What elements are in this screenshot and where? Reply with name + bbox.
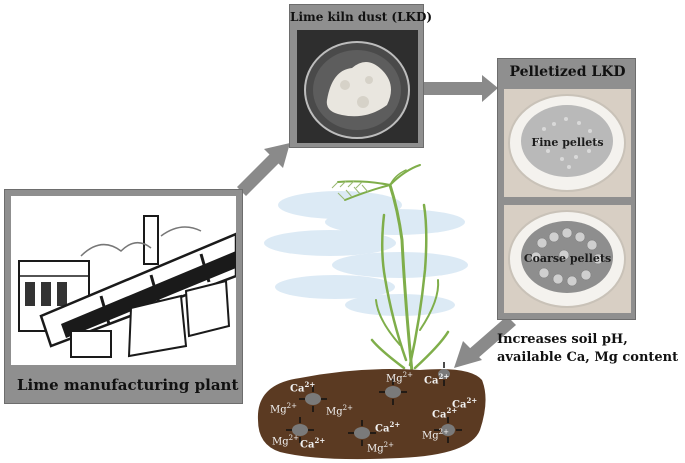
arrow-plant-to-lkd [237,143,290,196]
arrow-pellets-to-soil [454,316,516,368]
lkd-photo [297,30,418,143]
coarse-pellets-photo: Coarse pellets [504,205,631,313]
lkd-dish-image [304,41,410,139]
lkd-panel: Lime kiln dust (LKD) [289,4,433,148]
pellet-panel: Pelletized LKD Fine pellets Coarse [497,58,636,320]
fine-pellets-dish [508,94,626,192]
coarse-pellets-label: Coarse pellets [523,252,612,265]
pellet-title: Pelletized LKD [509,64,626,80]
lime-kiln-drawing [18,215,236,358]
fine-pellets-label: Fine pellets [531,136,604,149]
plant-panel: Lime manufacturing plant [4,189,243,404]
effect-line-2: available Ca, Mg content [497,350,679,365]
effect-line-1: Increases soil pH, [497,332,628,347]
plant-illustration [11,196,236,365]
lkd-title: Lime kiln dust (LKD) [290,10,433,24]
arrow-lkd-to-pellets [422,75,498,102]
coarse-pellets-dish [508,210,626,308]
plant-label: Lime manufacturing plant [17,376,239,394]
fine-pellets-photo: Fine pellets [504,89,631,197]
